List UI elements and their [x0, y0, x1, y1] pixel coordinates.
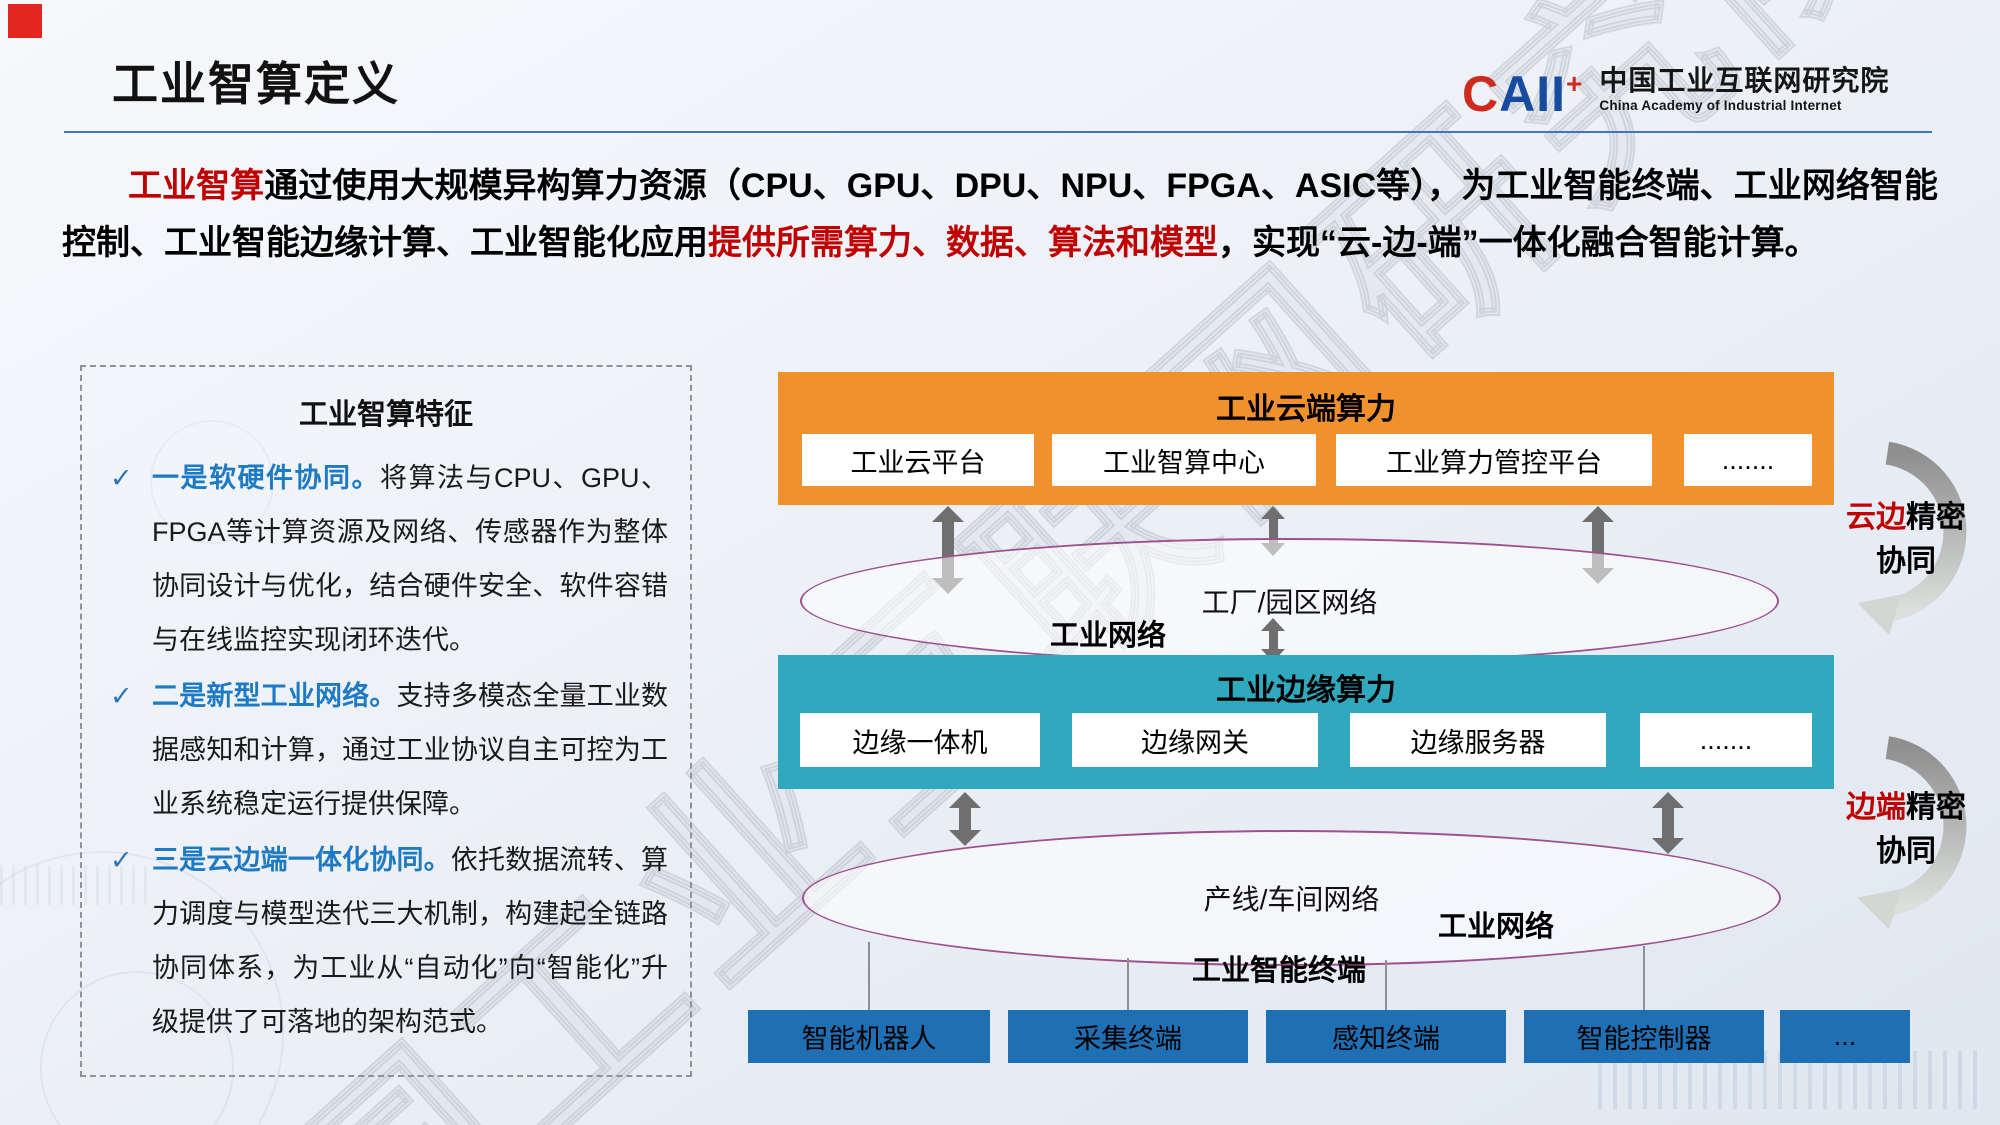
- intro-tail: ，实现“云-边-端”一体化融合智能计算。: [1218, 224, 1819, 262]
- industrial-network-tag-1: 工业网络: [1050, 620, 1167, 652]
- cloud-item-platform: 工业云平台: [802, 434, 1034, 486]
- cloud-edge-collab-label: 云边精密 协同: [1818, 496, 1994, 584]
- logo-letter-c: C: [1462, 66, 1500, 122]
- connector-line: [1643, 946, 1645, 1010]
- collab-red: 云边: [1846, 501, 1906, 534]
- industrial-network-tag-2: 工业网络: [1438, 911, 1555, 943]
- connector-line: [1127, 958, 1129, 1010]
- intro-lead-red: 工业智算: [128, 167, 265, 205]
- terminal-robot: 智能机器人: [748, 1010, 990, 1063]
- terminal-controller: 智能控制器: [1524, 1010, 1764, 1063]
- check-icon: ✓: [110, 681, 133, 711]
- collab-red: 边端: [1846, 791, 1906, 824]
- connector-line: [868, 942, 870, 1010]
- edge-item-aio: 边缘一体机: [800, 713, 1040, 767]
- cloud-item-center: 工业智算中心: [1052, 434, 1316, 486]
- org-name-en: China Academy of Industrial Internet: [1599, 97, 1842, 113]
- connector-line: [1385, 960, 1387, 1010]
- features-title: 工业智算特征: [298, 399, 473, 431]
- tick-pattern-decoration: [0, 865, 150, 905]
- logo-plus: +: [1566, 68, 1584, 99]
- feature-body: 将算法与CPU、GPU、FPGA等计算资源及网络、传感器作为整体协同设计与优化，…: [152, 463, 669, 655]
- collab-line2: 协同: [1876, 545, 1936, 578]
- terminal-more: ...: [1780, 1010, 1910, 1063]
- page-title: 工业智算定义: [112, 58, 400, 110]
- edge-end-collab-label: 边端精密 协同: [1818, 786, 1994, 874]
- logo-names: 中国工业互联网研究院 China Academy of Industrial I…: [1599, 65, 1889, 114]
- factory-network-ellipse: 工厂/园区网络: [800, 538, 1779, 664]
- caii-logo-mark: CAII+: [1462, 58, 1583, 120]
- logo-letters-aii: AII: [1499, 66, 1567, 122]
- corner-red-square: [8, 4, 42, 38]
- swoosh-arrow-icon: [1857, 441, 1967, 635]
- terminal-collector: 采集终端: [1008, 1010, 1248, 1063]
- feature-body: 支持多模态全量工业数据感知和计算，通过工业协议自主可控为工业系统稳定运行提供保障…: [152, 681, 668, 819]
- caii-logo: CAII+ 中国工业互联网研究院 China Academy of Indust…: [1462, 58, 1889, 121]
- org-name-cn: 中国工业互联网研究院: [1599, 64, 1890, 96]
- title-divider: [64, 131, 1932, 133]
- check-icon: ✓: [110, 463, 133, 493]
- cloud-compute-bar: 工业云端算力 工业云平台 工业智算中心 工业算力管控平台 .......: [778, 372, 1834, 505]
- intelligent-terminal-tag: 工业智能终端: [1192, 955, 1367, 987]
- intro-highlight-red: 提供所需算力、数据、算法和模型: [708, 224, 1218, 262]
- line-network-ellipse: 产线/车间网络: [802, 830, 1781, 966]
- feature-lead: 三是云边端一体化协同。: [152, 845, 451, 875]
- double-arrow-icon: [1652, 792, 1684, 854]
- edge-bar-title: 工业边缘算力: [1216, 674, 1396, 707]
- intro-paragraph: 工业智算通过使用大规模异构算力资源（CPU、GPU、DPU、NPU、FPGA、A…: [62, 158, 1938, 272]
- edge-item-server: 边缘服务器: [1350, 713, 1606, 767]
- collab-rest: 精密: [1906, 501, 1966, 534]
- cloud-bar-title: 工业云端算力: [1216, 393, 1396, 426]
- double-arrow-icon: [949, 792, 981, 846]
- edge-compute-bar: 工业边缘算力 边缘一体机 边缘网关 边缘服务器 .......: [778, 655, 1834, 789]
- check-icon: ✓: [110, 845, 133, 875]
- swoosh-arrow-icon: [1857, 736, 1967, 930]
- edge-item-more: .......: [1640, 713, 1812, 767]
- edge-item-gateway: 边缘网关: [1072, 713, 1318, 767]
- feature-lead: 一是软硬件协同。: [152, 463, 380, 493]
- collab-rest: 精密: [1906, 791, 1966, 824]
- feature-lead: 二是新型工业网络。: [152, 681, 397, 711]
- intro-mid: 通过使用大规模异构算力资源（CPU、GPU、DPU、NPU、FPGA、ASIC等…: [62, 167, 1938, 262]
- feature-item-3: ✓ 三是云边端一体化协同。依托数据流转、算力调度与模型迭代三大机制，构建起全链路协…: [104, 833, 668, 1049]
- terminal-sensor: 感知终端: [1266, 1010, 1506, 1063]
- cloud-item-more: .......: [1684, 434, 1812, 486]
- feature-item-2: ✓ 二是新型工业网络。支持多模态全量工业数据感知和计算，通过工业协议自主可控为工业…: [104, 669, 668, 831]
- feature-body: 依托数据流转、算力调度与模型迭代三大机制，构建起全链路协同体系，为工业从“自动化…: [152, 845, 669, 1037]
- circuit-decoration: [150, 420, 274, 544]
- collab-line2: 协同: [1876, 835, 1936, 868]
- cloud-item-mgmt: 工业算力管控平台: [1336, 434, 1652, 486]
- feature-item-1: ✓ 一是软硬件协同。将算法与CPU、GPU、FPGA等计算资源及网络、传感器作为整…: [104, 451, 668, 667]
- features-panel: 工业智算特征 ✓ 一是软硬件协同。将算法与CPU、GPU、FPGA等计算资源及网络…: [80, 365, 692, 1077]
